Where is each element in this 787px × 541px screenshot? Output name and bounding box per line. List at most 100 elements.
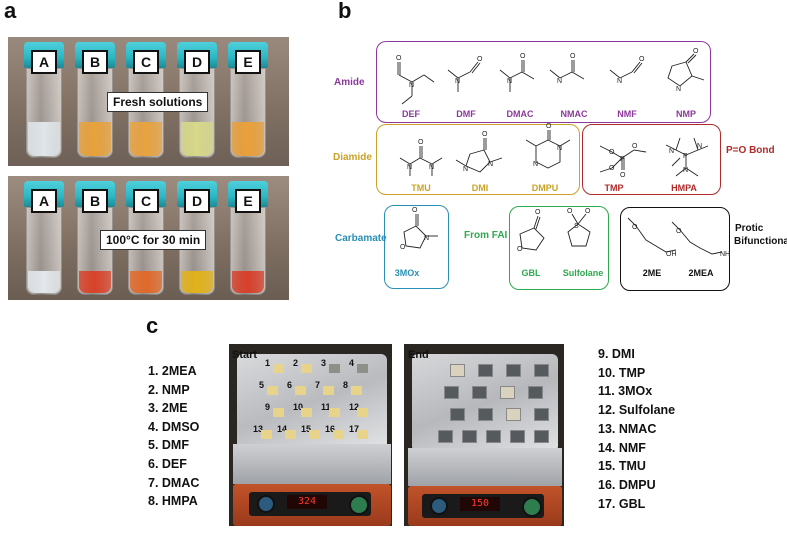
sample-number: 4: [349, 358, 355, 368]
vial-label-c: C: [133, 50, 159, 74]
sample-number: 11: [321, 402, 331, 412]
sample-number: 8: [343, 380, 349, 390]
mol-name-dmf: DMF: [456, 109, 476, 119]
vial-label-c: C: [133, 189, 159, 213]
film-sample-start: [357, 408, 368, 417]
solvent-list-left: 1. 2MEA 2. NMP 3. 2ME 4. DMSO 5. DMF 6. …: [148, 362, 199, 511]
solvent-list-item: 12. Sulfolane: [598, 403, 676, 418]
film-sample-start: [267, 386, 278, 395]
mol-name-nmac: NMAC: [560, 109, 588, 119]
solvent-list-item: 16. DMPU: [598, 477, 656, 492]
sample-number: 16: [325, 424, 336, 434]
solvent-list-item: 15. TMU: [598, 459, 646, 474]
sample-number: 6: [287, 380, 293, 390]
film-sample-start: [273, 408, 284, 417]
panel-c-label: c: [146, 313, 159, 338]
diamide-group-label: Diamide: [333, 152, 372, 163]
film-sample-end: [438, 430, 453, 443]
vial-label-e: E: [235, 50, 261, 74]
vial-liquid: [28, 122, 60, 156]
vial-body: [26, 207, 62, 295]
vial-body: [128, 207, 164, 295]
sample-number: 2: [293, 358, 299, 368]
film-sample-start: [301, 364, 312, 373]
mol-name-3mox: 3MOx: [394, 268, 420, 278]
vial-liquid: [79, 271, 111, 293]
carbamate-group-box: [384, 205, 449, 289]
foil-front: [408, 448, 562, 486]
film-sample-end: [534, 364, 549, 377]
film-sample-end: [444, 386, 459, 399]
vial-liquid: [232, 122, 264, 156]
carbamate-group-label: Carbamate: [335, 233, 387, 244]
solvent-list-item: 4. DMSO: [148, 419, 200, 434]
vial-body: [128, 68, 164, 158]
solvent-list-item: 14. NMF: [598, 440, 646, 455]
mol-name-2me: 2ME: [642, 268, 662, 278]
sample-number: 17: [349, 424, 360, 434]
film-sample-end: [510, 430, 525, 443]
vial-body: [179, 68, 215, 158]
hotplate-knob: [522, 497, 542, 517]
vial-liquid: [181, 122, 213, 156]
sample-number: 15: [301, 424, 312, 434]
mol-name-2mea: 2MEA: [688, 268, 714, 278]
film-sample-start: [357, 430, 368, 439]
fresh-solutions-note: Fresh solutions: [107, 92, 209, 112]
solvent-list-item: 13. NMAC: [598, 421, 657, 436]
fai-group-box: [509, 206, 609, 290]
mol-name-nmf: NMF: [617, 109, 637, 119]
solvent-list-right: 9. DMI 10. TMP 11. 3MOx 12. Sulfolane 13…: [598, 345, 675, 513]
sample-number: 12: [349, 402, 360, 412]
film-sample-start: [273, 364, 284, 373]
sample-number: 3: [321, 358, 327, 368]
end-label: End: [408, 349, 429, 361]
sample-number: 14: [277, 424, 288, 434]
sample-number: 9: [265, 402, 271, 412]
protic-group-box: [620, 207, 730, 291]
mol-name-tmu: TMU: [411, 183, 431, 193]
start-label: Start: [232, 349, 258, 361]
mol-name-nmp: NMP: [676, 109, 696, 119]
vial-body: [77, 207, 113, 295]
vial-liquid: [232, 271, 264, 293]
film-sample-end: [528, 386, 543, 399]
sample-number: 13: [253, 424, 264, 434]
hotplate-photo-end: 150: [404, 344, 564, 526]
vial-label-a: A: [31, 189, 57, 213]
panel-b-label: b: [338, 0, 352, 23]
mol-name-tmp: TMP: [604, 183, 624, 193]
vial-body: [230, 68, 266, 158]
vial-liquid: [181, 271, 213, 293]
vial-liquid: [28, 271, 60, 293]
mol-name-dmac: DMAC: [506, 109, 534, 119]
solvent-list-item: 8. HMPA: [148, 494, 198, 509]
hotplate-knob: [257, 495, 275, 513]
vial-body: [179, 207, 215, 295]
protic-group-label-line2: Bifunctional: [734, 236, 787, 247]
film-sample-start: [329, 408, 340, 417]
film-sample-end: [534, 408, 549, 421]
film-sample-start: [295, 386, 306, 395]
vial-liquid: [79, 122, 111, 156]
solvent-list-item: 17. GBL: [598, 496, 646, 511]
film-sample-start: [261, 430, 272, 439]
film-sample-end: [450, 364, 465, 377]
po-group-label: P=O Bond: [726, 145, 775, 156]
mol-name-dmpu: DMPU: [531, 183, 559, 193]
film-sample-start: [285, 430, 296, 439]
mol-name-gbl: GBL: [521, 268, 541, 278]
heated-condition-note: 100°C for 30 min: [100, 230, 207, 250]
vial-label-d: D: [184, 189, 210, 213]
solvent-list-item: 1. 2MEA: [148, 364, 197, 378]
diamide-group-box: [376, 124, 580, 195]
vial-liquid: [130, 122, 162, 156]
sample-number: 5: [259, 380, 265, 390]
foil-front: [233, 444, 391, 484]
amide-group-label: Amide: [334, 77, 365, 88]
sample-number: 7: [315, 380, 321, 390]
solvent-list-item: 10. TMP: [598, 365, 646, 380]
po-group-box: [582, 124, 721, 195]
film-sample-start: [301, 408, 312, 417]
vial-label-b: B: [82, 189, 108, 213]
